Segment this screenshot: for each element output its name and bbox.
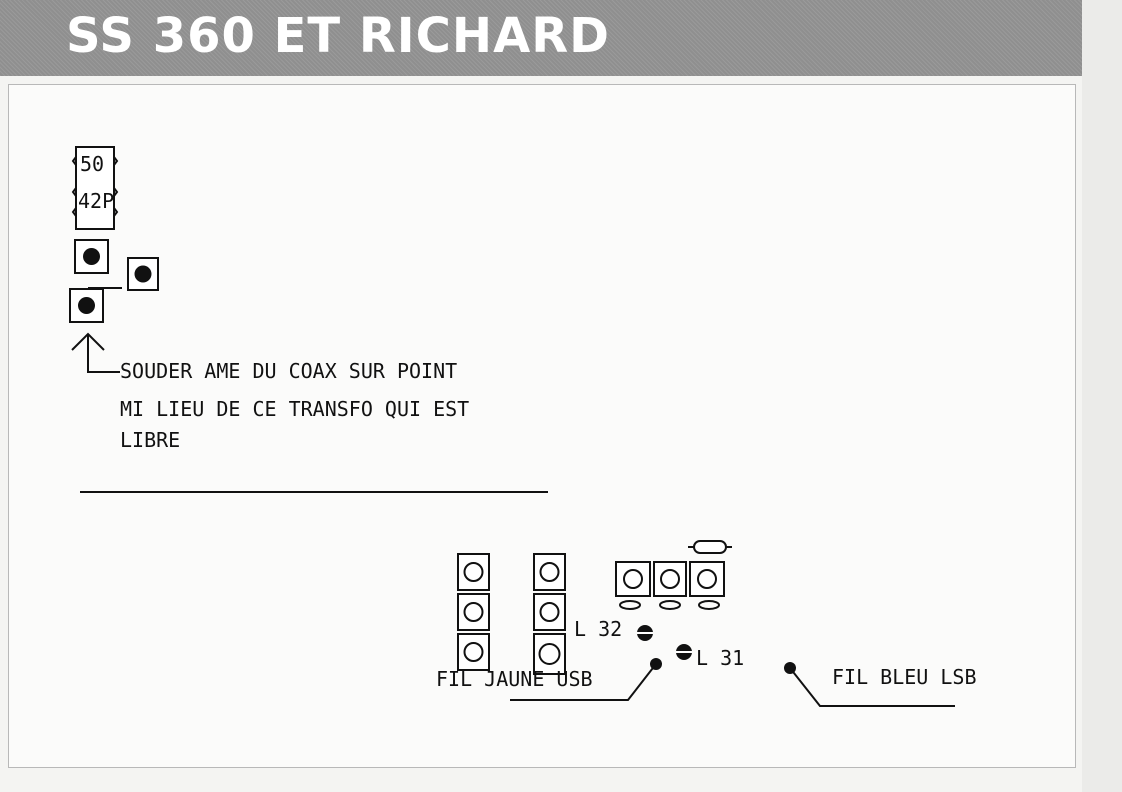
l32-adjuster	[637, 625, 653, 641]
l31-adjuster	[676, 644, 692, 660]
fil-bleu-lsb-label: FIL BLEU LSB	[832, 665, 977, 689]
note-line-3: LIBRE	[120, 428, 180, 452]
pad-upper-left	[74, 239, 109, 274]
coil-row	[615, 561, 725, 610]
note-line-1: SOUDER AME DU COAX SUR POINT	[120, 359, 457, 383]
note-leader-line	[87, 334, 120, 373]
crystal	[688, 540, 732, 554]
pad-lower-left	[69, 288, 104, 323]
header-bar: SS 360 ET RICHARD	[0, 0, 1082, 76]
fil-jaune-usb-label: FIL JAUNE USB	[436, 667, 593, 691]
ic-chip	[71, 146, 119, 230]
l31-label: L 31	[696, 646, 744, 670]
coil-column-right	[533, 553, 566, 675]
lsb-wire-line	[789, 667, 955, 707]
coil-column-left	[457, 553, 490, 671]
l32-label: L 32	[574, 617, 622, 641]
right-margin-strip	[1082, 0, 1122, 792]
chip-label-top: 50	[80, 152, 104, 176]
page-title: SS 360 ET RICHARD	[66, 8, 611, 64]
chip-label-bottom: 42P	[78, 189, 114, 213]
usb-wire-line	[510, 663, 657, 701]
note-line-2: MI LIEU DE CE TRANSFO QUI EST	[120, 397, 469, 421]
pad-right	[127, 257, 159, 291]
